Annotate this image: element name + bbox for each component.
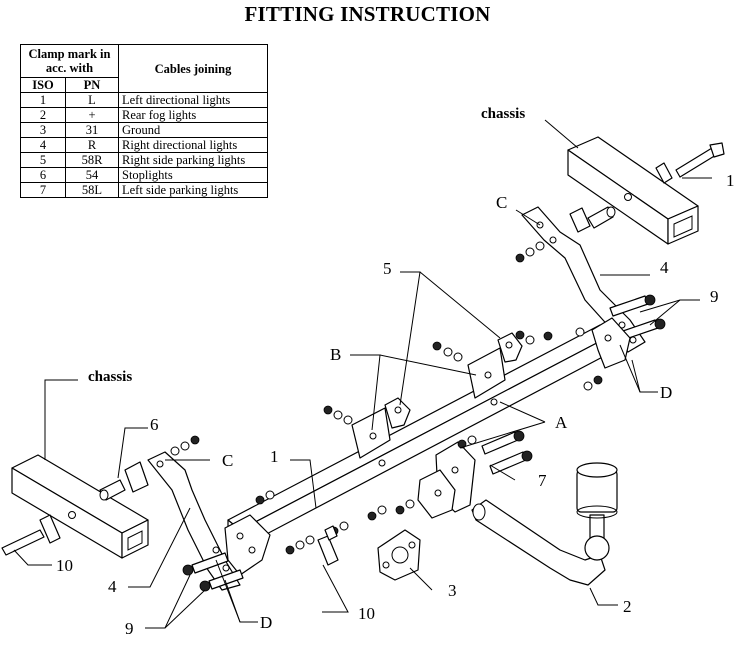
main-cross-beam — [227, 324, 613, 549]
bolts-left-9 — [182, 552, 244, 592]
label-2: 2 — [623, 597, 632, 616]
label-1-beam: 1 — [270, 447, 279, 466]
pn-cell: 31 — [65, 122, 119, 138]
nuts-washers-6 — [170, 435, 200, 456]
label-5: 5 — [383, 259, 392, 278]
bolts-7 — [481, 430, 533, 475]
spacer-tube-right — [569, 206, 616, 233]
label-9-left: 9 — [125, 619, 134, 638]
label-4-left: 4 — [108, 577, 117, 596]
cable-cell: Right side parking lights — [118, 152, 268, 168]
iso-cell: 7 — [20, 182, 66, 198]
label-3: 3 — [448, 581, 457, 600]
page-title: FITTING INSTRUCTION — [244, 2, 491, 26]
nuts-washers-a — [457, 435, 477, 449]
cable-cell: Right directional lights — [118, 137, 268, 153]
cable-cell: Stoplights — [118, 167, 268, 183]
label-d-left: D — [260, 613, 272, 632]
spacer-tube-left — [99, 461, 149, 501]
clamp-table: Clamp mark in acc. with Cables joining I… — [20, 44, 268, 198]
beam-end-plate-left — [224, 514, 271, 576]
label-7: 7 — [538, 471, 547, 490]
center-bracket-right — [467, 332, 523, 399]
bolt-10-mid — [317, 525, 339, 566]
label-4-right: 4 — [660, 258, 669, 277]
cable-cell: Ground — [118, 122, 268, 138]
label-10-left: 10 — [56, 556, 73, 575]
label-chassis-left: chassis — [88, 369, 132, 385]
label-1-right: 1 — [726, 171, 735, 190]
bolt-right-chassis — [655, 142, 725, 184]
label-d-right: D — [660, 383, 672, 402]
clamp-mark-header: Clamp mark in acc. with — [20, 44, 119, 78]
label-10-mid: 10 — [358, 604, 375, 623]
tow-ball-bracket — [417, 441, 476, 519]
pn-cell: 58L — [65, 182, 119, 198]
cables-joining-header: Cables joining — [118, 44, 268, 93]
label-9-right: 9 — [710, 287, 719, 306]
label-b: B — [330, 345, 341, 364]
socket-plate — [377, 529, 421, 581]
nuts-washers-right-c — [515, 241, 545, 263]
cable-cell: Left side parking lights — [118, 182, 268, 198]
beam-end-plate-right — [591, 317, 631, 369]
leader-lines — [13, 119, 712, 629]
chassis-beam-right — [567, 136, 699, 245]
nuts-washers-center — [323, 327, 603, 425]
label-c-right: C — [496, 193, 507, 212]
nuts-washers-mid — [255, 490, 415, 555]
pn-cell: 54 — [65, 167, 119, 183]
bolts-right-9 — [609, 294, 666, 341]
bolt-left-chassis — [1, 514, 61, 556]
center-bracket-left — [351, 397, 411, 459]
tow-ball-arm — [471, 462, 618, 586]
label-c-left: C — [222, 451, 233, 470]
label-a: A — [555, 413, 568, 432]
label-chassis-right: chassis — [481, 106, 525, 122]
chassis-beam-left — [11, 454, 149, 559]
label-6: 6 — [150, 415, 159, 434]
pn-header: PN — [65, 77, 119, 93]
